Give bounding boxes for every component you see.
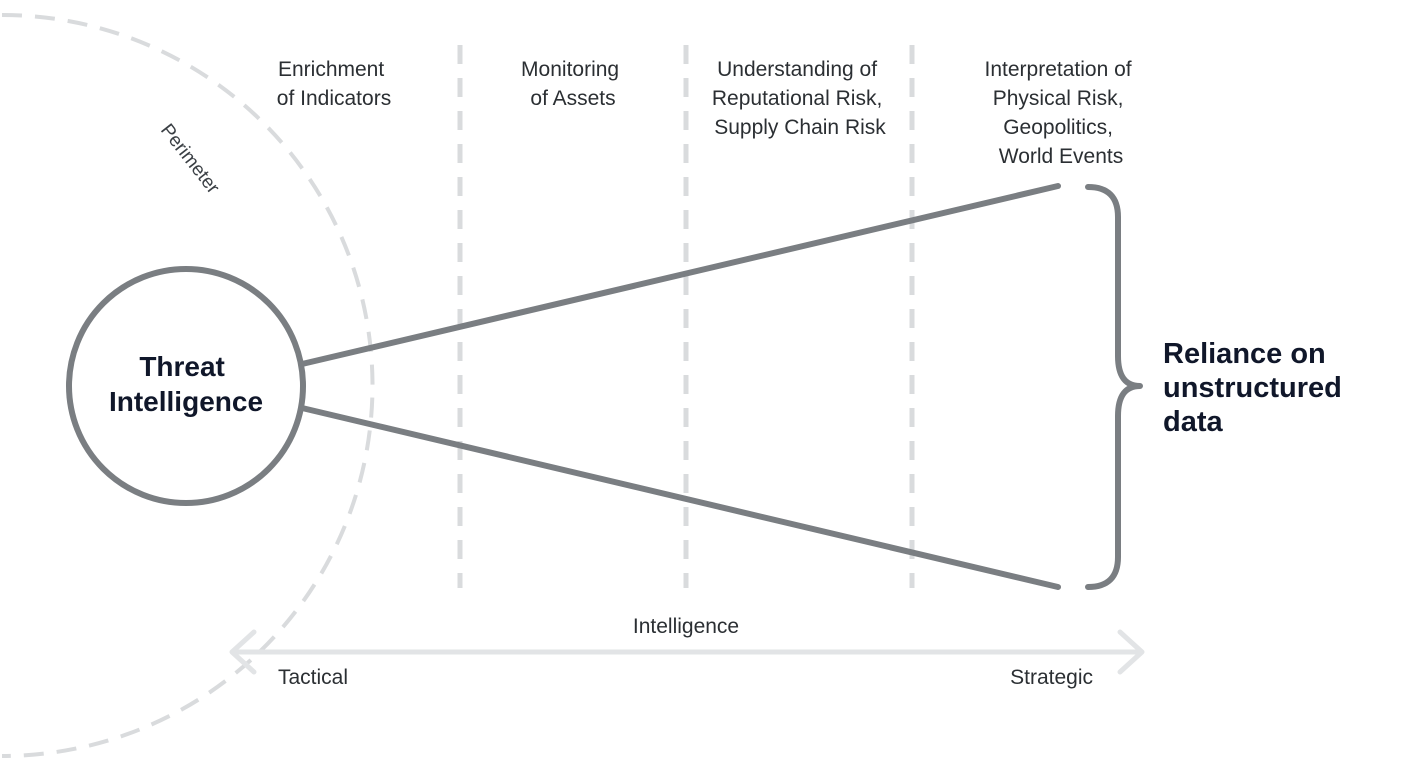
center-label: Threat Intelligence bbox=[109, 351, 263, 417]
funnel-upper-line bbox=[299, 183, 1061, 367]
column-label-understanding: Understanding of Reputational Risk, Supp… bbox=[712, 58, 888, 139]
axis-right-label: Strategic bbox=[1010, 666, 1093, 689]
axis-arrow-right-head bbox=[1117, 629, 1145, 675]
threat-intelligence-circle bbox=[66, 266, 306, 506]
curly-brace bbox=[1085, 184, 1143, 590]
axis-arrow-left-head bbox=[229, 629, 257, 675]
brace-label: Reliance on unstructured data bbox=[1163, 338, 1350, 438]
perimeter-label: Perimeter bbox=[156, 120, 224, 198]
column-label-interpretation: Interpretation of Physical Risk, Geopoli… bbox=[985, 58, 1138, 168]
column-label-monitoring: Monitoring of Assets bbox=[521, 58, 625, 110]
axis-title: Intelligence bbox=[633, 615, 739, 638]
perimeter-arc bbox=[1, 13, 375, 758]
funnel-lower-line bbox=[299, 405, 1061, 590]
axis-left-label: Tactical bbox=[278, 666, 348, 689]
column-label-enrichment: Enrichment of Indicators bbox=[277, 58, 391, 110]
